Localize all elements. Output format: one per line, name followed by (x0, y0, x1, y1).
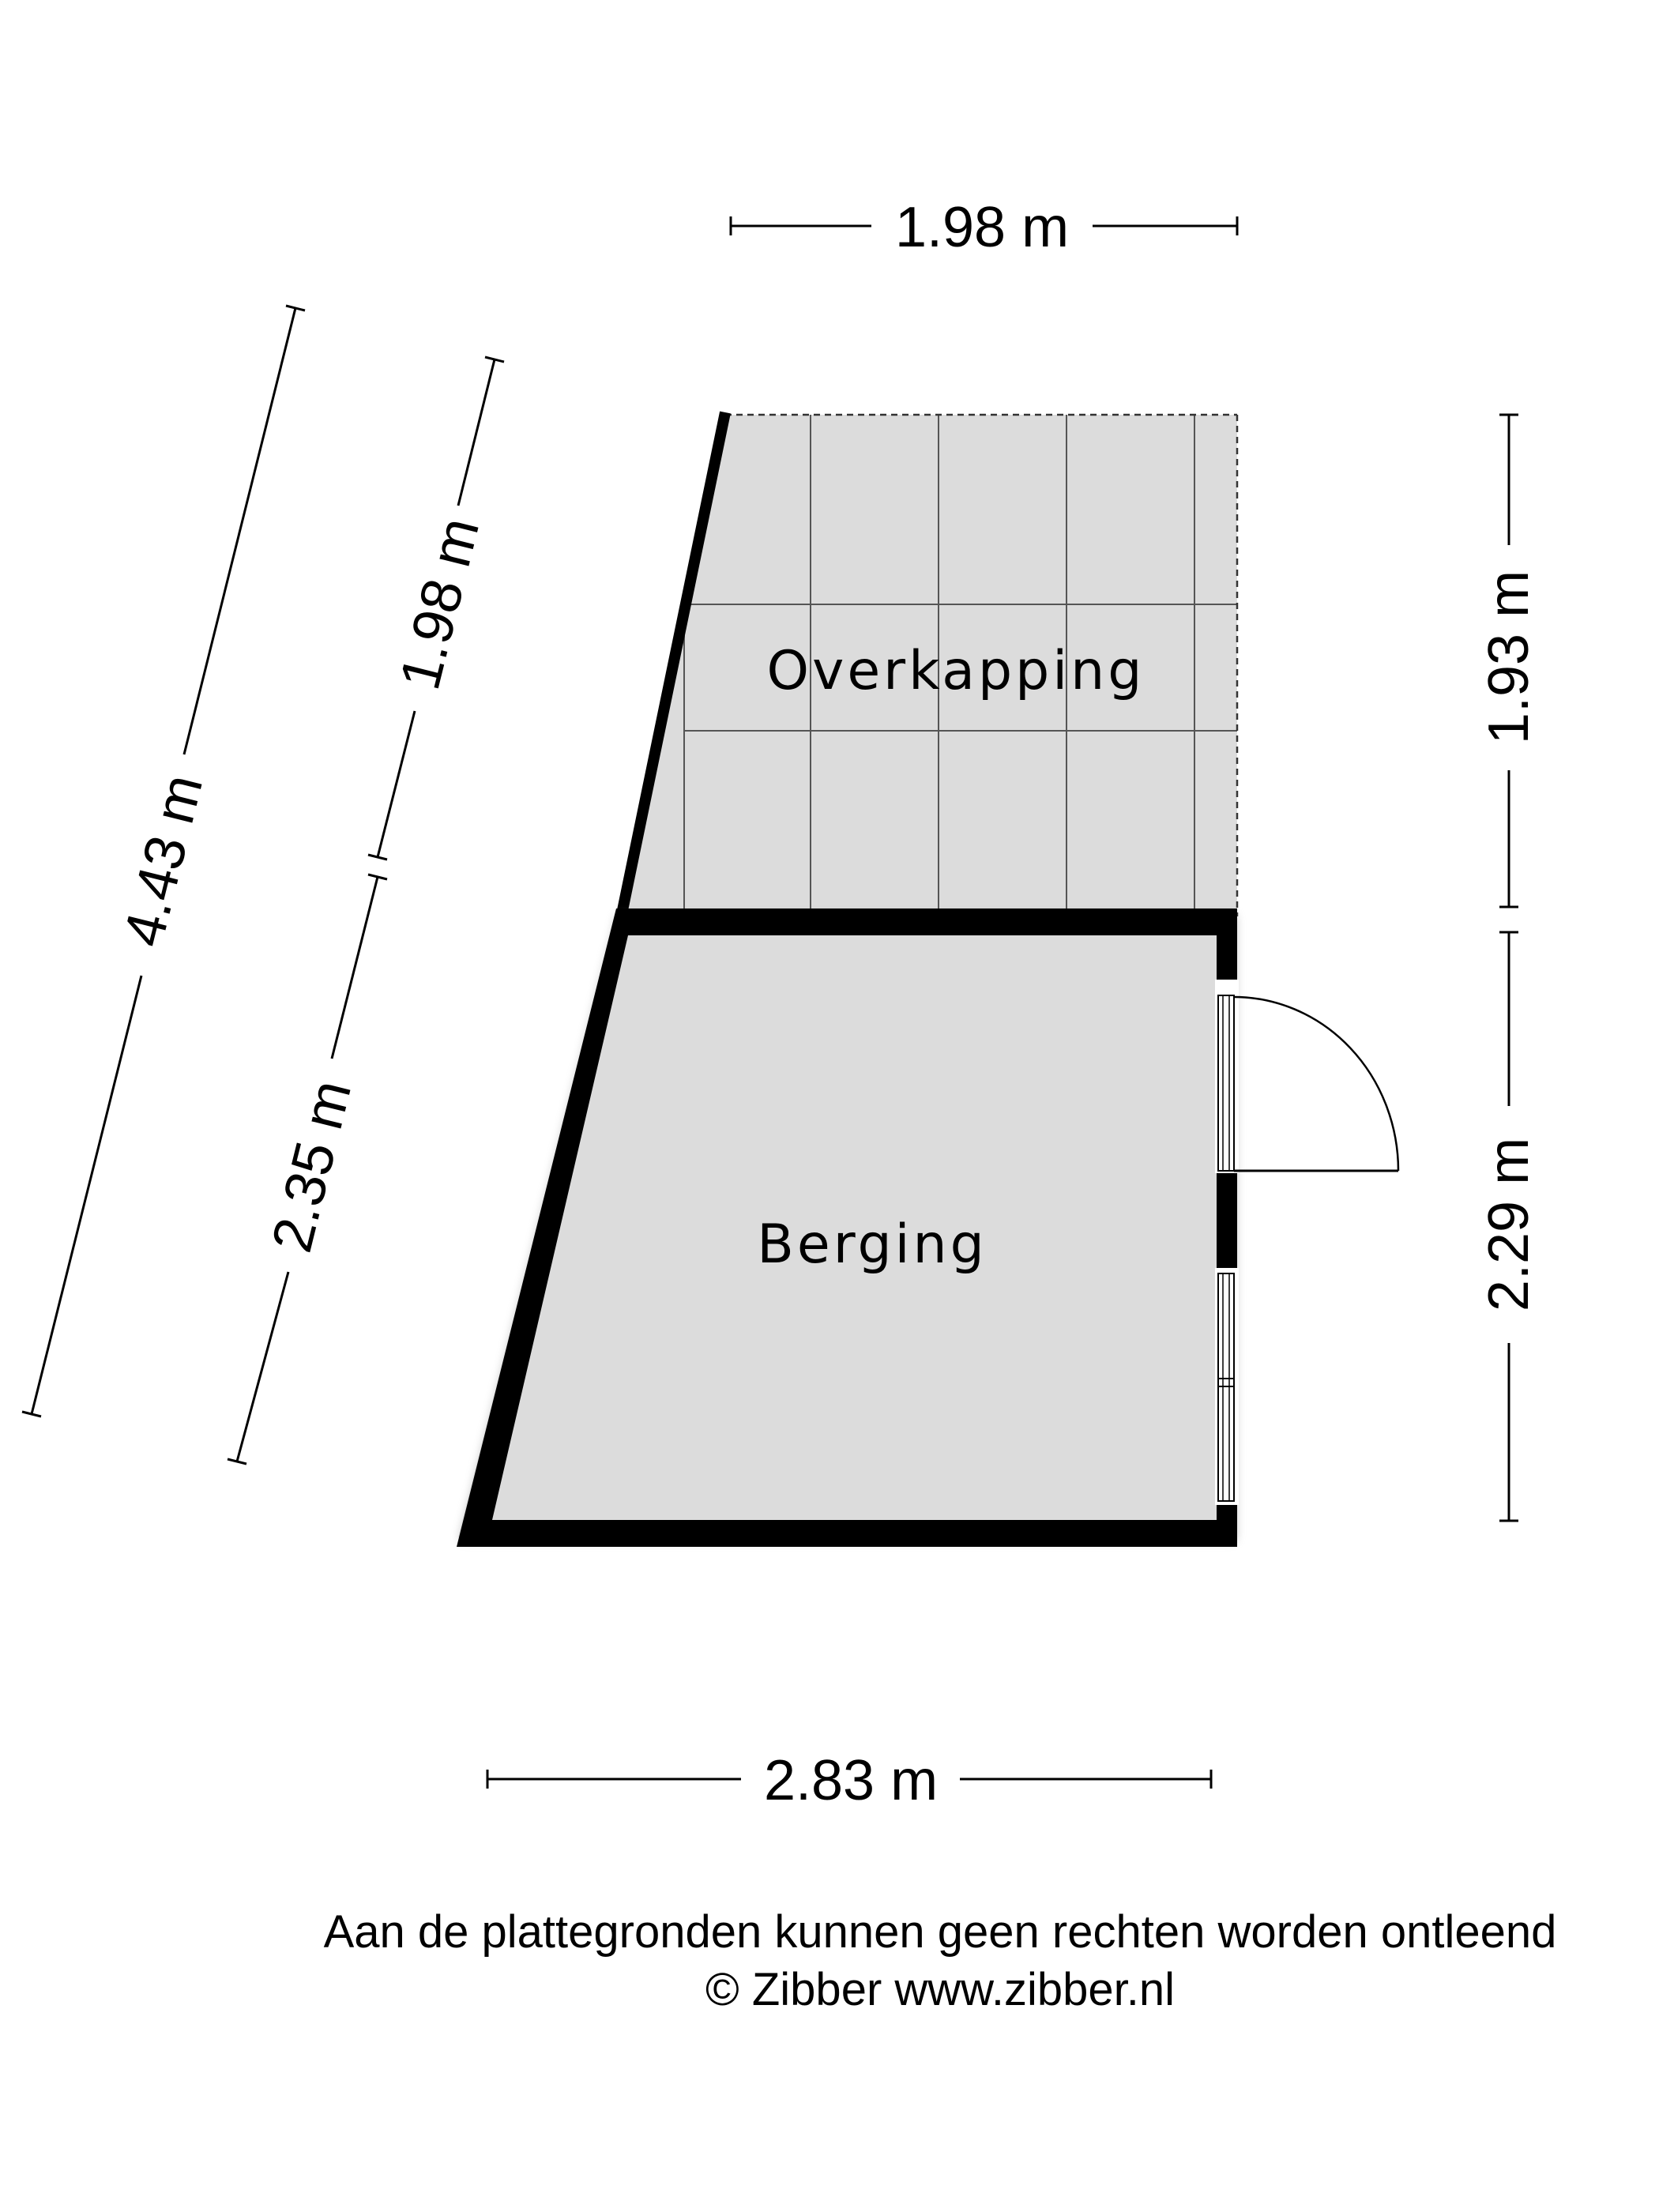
copyright-text: © Zibber www.zibber.nl (705, 1964, 1175, 2015)
overkapping-area (615, 411, 1239, 920)
overkapping-grid (683, 415, 1237, 916)
disclaimer-text: Aan de plattegronden kunnen geen rechten… (324, 1906, 1557, 1958)
overkapping-floor (621, 415, 1237, 916)
door (1217, 995, 1400, 1172)
room-label-overkapping: Overkapping (767, 640, 1146, 702)
dimension-left-total: 4.43 m (21, 304, 306, 1418)
dimension-label-bottom: 2.83 m (764, 1749, 938, 1812)
berging-room (457, 908, 1400, 1547)
room-label-berging: Berging (757, 1213, 988, 1276)
dimension-label-top: 1.98 m (895, 196, 1069, 259)
dimension-left-segments: 1.98 m 2.35 m (227, 356, 505, 1465)
dimension-bottom: 2.83 m (486, 1749, 1213, 1812)
berging-floor (458, 913, 1232, 1537)
dimension-top: 1.98 m (729, 196, 1239, 259)
dimension-label-left-lower: 2.35 m (260, 1074, 363, 1258)
dimension-right: 1.93 m 2.29 m (1477, 413, 1540, 1522)
dimension-label-left-upper: 1.98 m (388, 512, 491, 696)
door-swing-arc (1233, 995, 1400, 1172)
dimension-label-right-upper: 1.93 m (1477, 570, 1540, 744)
overkapping-wall (615, 411, 731, 920)
dimension-label-left-total: 4.43 m (111, 769, 215, 953)
window (1217, 1273, 1235, 1502)
dimension-label-right-lower: 2.29 m (1477, 1138, 1540, 1311)
